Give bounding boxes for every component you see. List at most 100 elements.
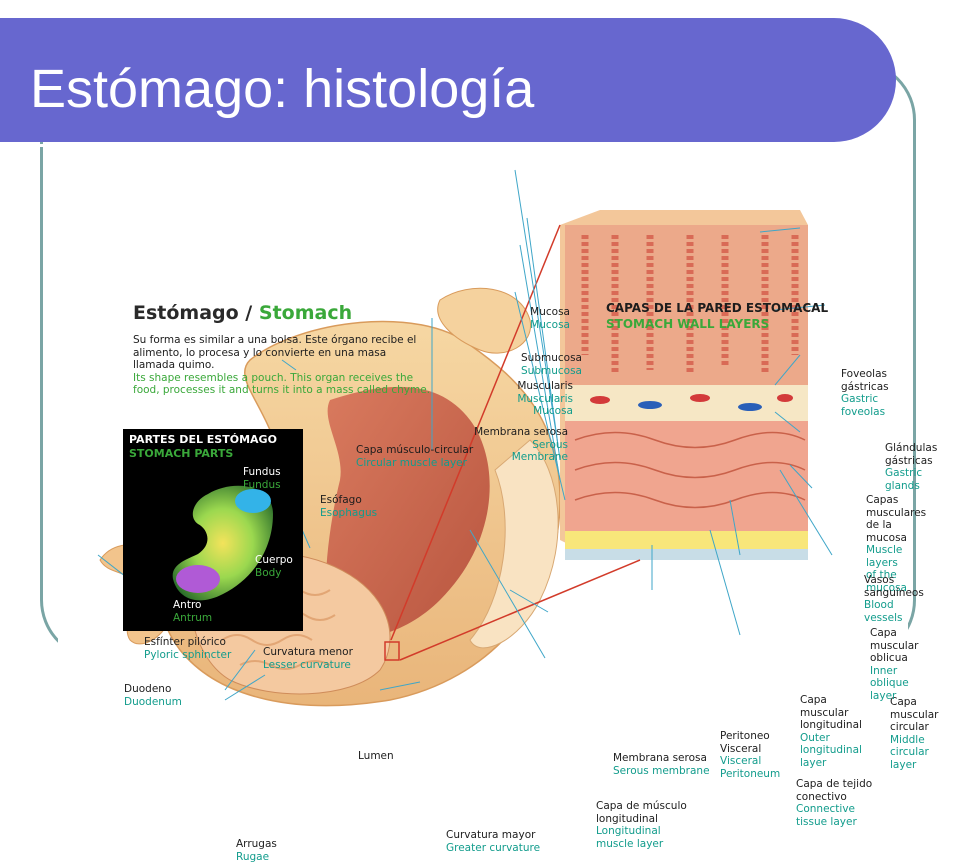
wall-header-en: STOMACH WALL LAYERS — [606, 318, 769, 331]
label-es: oblicua — [870, 652, 918, 665]
heading-en: Stomach — [259, 302, 352, 324]
label-es: sanguíneos — [864, 587, 924, 600]
intro-text: Su forma es similar a una bolsa. Este ór… — [133, 334, 430, 397]
label-es: muscular — [800, 707, 862, 720]
part-fundus-es: Fundus — [243, 466, 281, 479]
label-es: Glándulas — [885, 442, 937, 455]
wall-header-es: CAPAS DE LA PARED ESTOMACAL — [606, 302, 828, 315]
label-longitudinal-muscle: Capa de músculo longitudinal Longitudina… — [596, 800, 687, 850]
intro-en-line: food, processes it and turns it into a m… — [133, 384, 430, 397]
slide-title: Estómago: histología — [30, 58, 534, 120]
title-bar: Estómago: histología — [0, 18, 896, 142]
stomach-parts-box: PARTES DEL ESTÓMAGO STOMACH PARTS Fundus… — [123, 429, 303, 631]
label-es: longitudinal — [800, 719, 862, 732]
label-en: Serous membrane — [613, 765, 710, 778]
label-gastric-glands: Glándulas gástricas Gastric glands — [885, 442, 937, 492]
label-es: muscular — [890, 709, 938, 722]
main-heading: Estómago / Stomach — [133, 302, 352, 324]
label-en: layer — [800, 757, 862, 770]
label-en: longitudinal — [800, 744, 862, 757]
stomach-diagram: Estómago / Stomach Su forma es similar a… — [58, 146, 908, 720]
intro-es-line: llamada quimo. — [133, 359, 430, 372]
label-es: Foveolas gástricas — [841, 368, 908, 393]
label-en: Lesser curvature — [263, 659, 353, 672]
label-en: Rugae — [236, 851, 277, 863]
label-es: Capa músculo-circular — [356, 444, 473, 457]
wall-layers-block — [560, 210, 808, 560]
label-visceral-peritoneum: Peritoneo Visceral Visceral Peritoneum — [720, 730, 780, 780]
intro-es-line: Su forma es similar a una bolsa. Este ór… — [133, 334, 430, 347]
label-en: tissue layer — [796, 816, 872, 829]
label-es: Curvatura menor — [263, 646, 353, 659]
label-en: Mucosa — [466, 319, 570, 332]
label-es: Capa de tejido — [796, 778, 872, 791]
label-pyloric-sphincter: Esfínter pilórico Pyloric sphincter — [144, 636, 231, 661]
label-en: Submucosa — [476, 365, 582, 378]
label-es: Muscularis — [473, 380, 573, 393]
label-es: Capa — [870, 627, 918, 640]
label-muscularis: Muscularis Muscularis Mucosa — [473, 380, 573, 418]
label-en: Peritoneum — [720, 768, 780, 781]
label-lumen: Lumen — [358, 750, 394, 763]
label-en: Middle — [890, 734, 938, 747]
label-es: Visceral — [720, 743, 780, 756]
label-es: Capa de músculo — [596, 800, 687, 813]
label-es: Submucosa — [476, 352, 582, 365]
label-rugae: Arrugas Rugae — [236, 838, 277, 863]
label-en: Gastric foveolas — [841, 393, 908, 418]
label-es: de la mucosa — [866, 519, 926, 544]
label-en: Duodenum — [124, 696, 182, 709]
label-es: musculares — [866, 507, 926, 520]
label-es: Membrana serosa — [456, 426, 568, 439]
label-en: Greater curvature — [446, 842, 540, 855]
label-outer-longitudinal: Capa muscular longitudinal Outer longitu… — [800, 694, 862, 769]
label-connective-tissue: Capa de tejido conectivo Connective tiss… — [796, 778, 872, 828]
heading-es: Estómago / — [133, 302, 252, 324]
label-en: Connective — [796, 803, 872, 816]
part-body-en: Body — [255, 567, 282, 580]
label-en: Esophagus — [320, 507, 377, 520]
label-en: Visceral — [720, 755, 780, 768]
label-submucosa: Submucosa Submucosa — [476, 352, 582, 377]
label-es: Capa — [800, 694, 862, 707]
label-es: conectivo — [796, 791, 872, 804]
label-en: Muscle layers — [866, 544, 926, 569]
label-mucosa: Mucosa Mucosa — [466, 306, 570, 331]
label-es: longitudinal — [596, 813, 687, 826]
label-lesser-curvature: Curvatura menor Lesser curvature — [263, 646, 353, 671]
label-en: Gastric glands — [885, 467, 937, 492]
intro-en-line: Its shape resembles a pouch. This organ … — [133, 372, 430, 385]
label-inner-oblique: Capa muscular oblicua Inner oblique laye… — [870, 627, 918, 702]
label-en: Circular muscle layer — [356, 457, 473, 470]
label-esophagus: Esófago Esophagus — [320, 494, 377, 519]
label-es: Curvatura mayor — [446, 829, 540, 842]
intro-es-line: alimento, lo procesa y lo convierte en u… — [133, 347, 430, 360]
label-es: Capas — [866, 494, 926, 507]
label-en: muscle layer — [596, 838, 687, 851]
label-middle-circular: Capa muscular circular Middle circular l… — [890, 696, 938, 771]
label-blood-vessels: Vasos sanguíneos Blood vessels — [864, 574, 924, 624]
label-es: Esfínter pilórico — [144, 636, 231, 649]
label-es: Peritoneo — [720, 730, 780, 743]
label-es: gástricas — [885, 455, 937, 468]
label-es: Arrugas — [236, 838, 277, 851]
stomach-parts-shape — [123, 429, 303, 631]
part-fundus-en: Fundus — [243, 479, 281, 492]
label-es: Duodeno — [124, 683, 182, 696]
label-greater-curvature: Curvatura mayor Greater curvature — [446, 829, 540, 854]
label-es: Esófago — [320, 494, 377, 507]
label-en: Mucosa — [473, 405, 573, 418]
part-antrum-es: Antro — [173, 599, 201, 612]
label-en: Longitudinal — [596, 825, 687, 838]
label-en: Outer — [800, 732, 862, 745]
label-es: Mucosa — [466, 306, 570, 319]
part-antrum-en: Antrum — [173, 612, 212, 625]
label-duodenum: Duodeno Duodenum — [124, 683, 182, 708]
label-en: layer — [870, 690, 918, 703]
label-circular-muscle: Capa músculo-circular Circular muscle la… — [356, 444, 473, 469]
part-body-es: Cuerpo — [255, 554, 293, 567]
label-gastric-foveolas: Foveolas gástricas Gastric foveolas — [841, 368, 908, 418]
label-es: circular — [890, 721, 938, 734]
label-es: Vasos — [864, 574, 924, 587]
label-es: muscular — [870, 640, 918, 653]
